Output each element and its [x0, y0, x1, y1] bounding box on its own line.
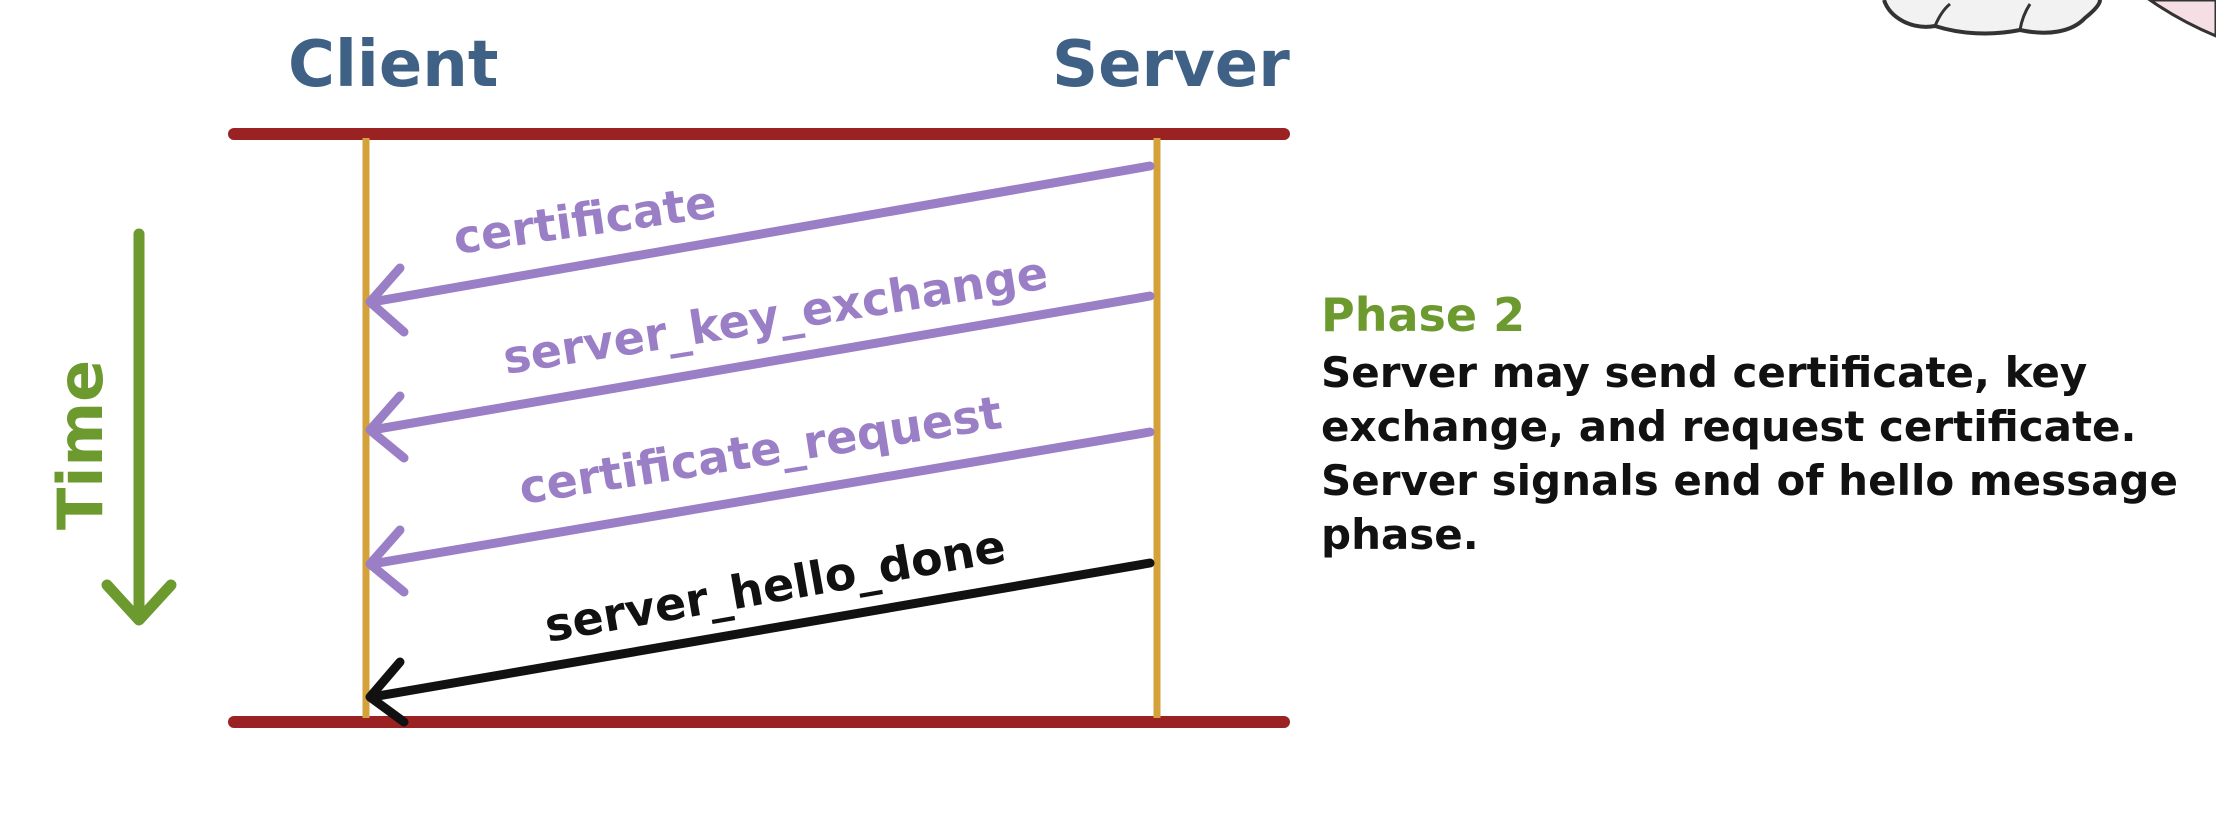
- time-arrow: [101, 228, 177, 626]
- phase-description: Server may send certificate, key exchang…: [1321, 348, 2178, 559]
- corner-illustration: [1882, 0, 2216, 38]
- time-label: Time: [44, 360, 117, 530]
- client-header: Client: [288, 28, 498, 102]
- message-arrow-certificate-request: [365, 427, 1155, 597]
- phase-title: Phase 2: [1321, 288, 1526, 342]
- message-arrow-server-hello-done: [365, 558, 1155, 727]
- message-arrow-server-key-exchange: [365, 291, 1155, 463]
- server-header: Server: [1052, 28, 1290, 102]
- message-label-server-hello-done: server_hello_done: [541, 519, 1010, 653]
- message-arrow-certificate: [365, 161, 1155, 337]
